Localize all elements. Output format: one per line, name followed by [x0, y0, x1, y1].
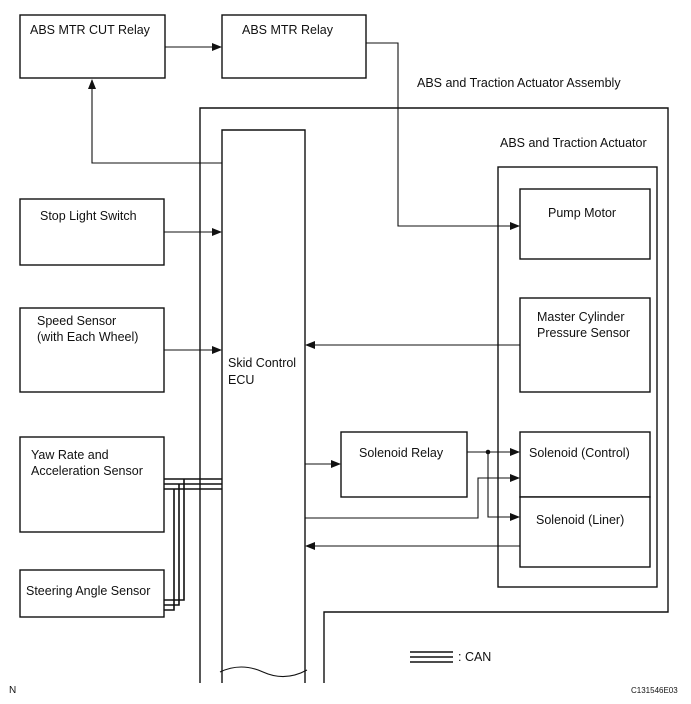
- actuator-label: ABS and Traction Actuator: [500, 136, 647, 150]
- master-cylinder-sensor-box: [519, 297, 651, 393]
- skid-control-ecu-box: [221, 129, 306, 683]
- figure-id: C131546E03: [631, 686, 678, 695]
- abs-mtr-cut-relay-box: [19, 14, 166, 79]
- steering-angle-label: Steering Angle Sensor: [26, 584, 150, 598]
- solenoid-liner-box: [519, 496, 651, 568]
- skid-control-label-2: ECU: [228, 373, 254, 387]
- master-cylinder-label-1: Master Cylinder: [537, 310, 625, 324]
- actuator-assembly-label: ABS and Traction Actuator Assembly: [417, 76, 621, 90]
- speed-sensor-label-1: Speed Sensor: [37, 314, 116, 328]
- solenoid-relay-box: [340, 431, 468, 498]
- relay-to-solenoid-liner-arrow: [487, 452, 520, 521]
- ecu-to-solenoid-control-arrow: [305, 474, 520, 519]
- pump-motor-box: [519, 188, 651, 260]
- yaw-rate-sensor-box: [19, 436, 165, 533]
- ecu-break-line: [219, 666, 308, 678]
- solenoid-control-label: Solenoid (Control): [529, 446, 630, 460]
- yaw-rate-label-1: Yaw Rate and: [31, 448, 109, 462]
- yaw-rate-label-2: Acceleration Sensor: [31, 464, 143, 478]
- master-cylinder-label-2: Pressure Sensor: [537, 326, 630, 340]
- solenoid-relay-label: Solenoid Relay: [359, 446, 444, 460]
- can-bus-lines: [164, 478, 222, 611]
- footer-mark: N: [9, 685, 16, 696]
- abs-mtr-relay-label: ABS MTR Relay: [242, 23, 334, 37]
- steering-angle-sensor-box: [19, 569, 165, 618]
- skid-control-label-1: Skid Control: [228, 356, 296, 370]
- stop-light-switch-label: Stop Light Switch: [40, 209, 137, 223]
- actuator-assembly-outline: [199, 107, 669, 683]
- solenoid-liner-label: Solenoid (Liner): [536, 513, 624, 527]
- mtr-relay-to-pump-motor-arrow: [366, 42, 520, 230]
- ecu-to-cut-relay-arrow: [88, 79, 222, 164]
- can-legend-symbol: [410, 651, 453, 663]
- abs-mtr-cut-relay-label: ABS MTR CUT Relay: [30, 23, 151, 37]
- abs-mtr-relay-box: [221, 14, 367, 79]
- pump-motor-label: Pump Motor: [548, 206, 616, 220]
- solenoid-control-box: [519, 431, 651, 498]
- can-legend-label: : CAN: [458, 650, 491, 664]
- speed-sensor-label-2: (with Each Wheel): [37, 330, 138, 344]
- junction-dot: [485, 449, 491, 455]
